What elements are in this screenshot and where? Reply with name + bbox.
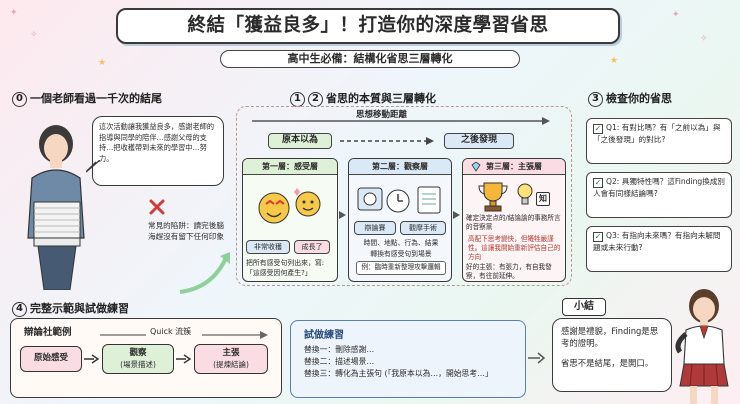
student-illustration	[675, 289, 729, 404]
emoji-faces-icon	[258, 188, 321, 224]
cross-icon	[149, 199, 165, 215]
sparkle-icon: ✧	[30, 30, 38, 40]
layer-card-claim: 第三層：主張層	[462, 158, 566, 282]
bubble-tail	[86, 160, 100, 173]
arrow-right-icon	[528, 352, 546, 364]
section0-title: 一個老師看過一千次的結尾	[30, 92, 162, 105]
check-q1: ✓Q1: 有對比嗎？有「之前以為」與「之後發現」的對比?	[586, 118, 732, 164]
arrow-right-icon	[339, 211, 346, 219]
sparkle-icon: ✦	[10, 8, 18, 18]
tag-very-rewarding: 非常收穫	[246, 240, 290, 254]
arrow-right-icon	[453, 211, 460, 219]
trophy-icon	[478, 182, 508, 212]
trap-note: 常見的陷阱：讀完後腦海趕沒有留下任何印象	[148, 221, 224, 241]
arrow-right-icon	[176, 354, 192, 364]
layer2-example: 例：臨時重新整理攻擊邏輯	[356, 261, 446, 275]
distance-label: 思想移動距離	[356, 110, 408, 120]
after-label: 之後發現	[444, 133, 514, 149]
q1-text: Q1: 有對比嗎？有「之前以為」與「之後發現」的對比?	[593, 123, 721, 144]
layer3-line2: 高配下思考變快，但犧牲嚴謹性。這讓我開始重新評估自己的方向	[468, 235, 561, 262]
star-icon: ★	[610, 56, 619, 66]
section-number: 0	[12, 91, 27, 107]
section3-title: 檢查你的省思	[606, 92, 672, 105]
distance-arrow	[252, 117, 550, 125]
layers-frame	[236, 106, 572, 286]
flow-arrow	[100, 331, 268, 339]
section-number: 2	[308, 91, 323, 107]
tag-grown: 成長了	[294, 240, 330, 254]
summary-title: 小結	[562, 298, 606, 316]
knowledge-badge: 知	[536, 192, 550, 206]
layer-title: 第三層：主張層	[463, 159, 565, 175]
star-icon: ★	[98, 58, 107, 68]
flow-title: Quick 流簇	[150, 327, 192, 336]
checkbox-icon: ✓	[593, 232, 603, 242]
sparkle-icon: ✧	[700, 34, 708, 44]
sparkle-icon: ✦	[672, 10, 680, 20]
flow-step-label: 原始感受	[33, 353, 68, 363]
tag-debate: 辯論賽	[354, 221, 396, 235]
page-title: 終結「獲益良多」！打造你的深度學習省思	[187, 15, 549, 36]
layer2-line2: 轉換有感受句到場景	[370, 250, 432, 258]
example-title: 辯論社範例	[24, 327, 72, 338]
section12-title: 省思的本質與三層轉化	[326, 92, 436, 105]
flow-step-observe: 觀察 (場景描述)	[102, 344, 174, 374]
title-banner: 終結「獲益良多」！打造你的深度學習省思	[116, 8, 620, 44]
flow-step-sub: (場景描述)	[120, 360, 156, 369]
checkbox-icon: ✓	[593, 178, 603, 188]
summary-line2: 省思不是結尾，是開口。	[561, 358, 654, 368]
tag-surgery: 觀摩手術	[400, 221, 446, 235]
section4-title: 完整示範與試做練習	[30, 302, 129, 315]
practice-panel	[290, 320, 526, 398]
q2-text: Q2: 具獨特性嗎？這Finding換成別人會有同樣結論嗎?	[593, 177, 726, 198]
layer3-line3: 好的主張：有張力，有自我發察，有往前延伸。	[466, 263, 552, 281]
practice-line-1: 替換一：刪除感謝…	[304, 345, 375, 354]
check-q2: ✓Q2: 具獨特性嗎？這Finding換成別人會有同樣結論嗎?	[586, 172, 732, 218]
section-number: 4	[12, 301, 27, 317]
layer-title: 第二層：觀察層	[349, 159, 451, 175]
layer-title: 第一層：感受層	[243, 159, 337, 175]
q3-text: Q3: 有指向未來嗎？有指向未解問題或未來行動?	[593, 231, 721, 252]
layer1-body: 把所有感受句列出來，寫:「這感受因何產生?」	[246, 259, 325, 277]
practice-title: 試做練習	[304, 330, 344, 341]
section-number: 1	[290, 91, 305, 107]
layer3-line1: 確定決定点的/結論論的事務所言的音察黨	[466, 214, 561, 232]
page-subtitle: 高中生必備：結構化省思三層轉化	[220, 50, 520, 68]
teacher-illustration	[27, 125, 85, 290]
layer-card-feeling: 第一層：感受層	[242, 158, 338, 282]
check-q3: ✓Q3: 有指向未來嗎？有指向未解問題或未來行動?	[586, 226, 732, 272]
flow-step-label: 觀察	[129, 348, 147, 358]
flow-step-claim: 主張 (提煉結論)	[194, 344, 268, 374]
practice-line-2: 替換二：描述場景…	[304, 357, 375, 366]
observation-icons	[357, 186, 441, 214]
summary-line1: 感謝是禮貌，Finding是思考的證明。	[561, 326, 659, 348]
before-after-arrow	[340, 137, 434, 145]
arrow-right-icon	[84, 354, 100, 364]
speech-text: 這次活動讓我獲益良多，感謝老師的指導與同學的陪伴…感謝父母的支持…把收穫帶到未來…	[99, 122, 215, 163]
flow-step-label: 主張	[222, 348, 240, 358]
teacher-speech-bubble: 這次活動讓我獲益良多，感謝老師的指導與同學的陪伴…感謝父母的支持…把收穫帶到未來…	[92, 116, 224, 186]
flow-step-feeling: 原始感受	[20, 346, 82, 372]
diamond-icon	[471, 162, 481, 172]
practice-line-3: 替換三：轉化為主張句 (「我原本以為…，開始思考…」	[304, 369, 493, 378]
flow-step-sub: (提煉結論)	[213, 360, 249, 369]
curve-arrow	[179, 252, 230, 294]
section-number: 3	[588, 91, 603, 107]
lightbulb-icon	[517, 183, 533, 205]
summary-bubble: 感謝是禮貌，Finding是思考的證明。 省思不是結尾，是開口。	[552, 318, 672, 392]
checkbox-icon: ✓	[593, 124, 603, 134]
before-label: 原本以為	[268, 133, 332, 149]
layer2-line1: 時間、地點、行為、結果	[363, 239, 439, 247]
